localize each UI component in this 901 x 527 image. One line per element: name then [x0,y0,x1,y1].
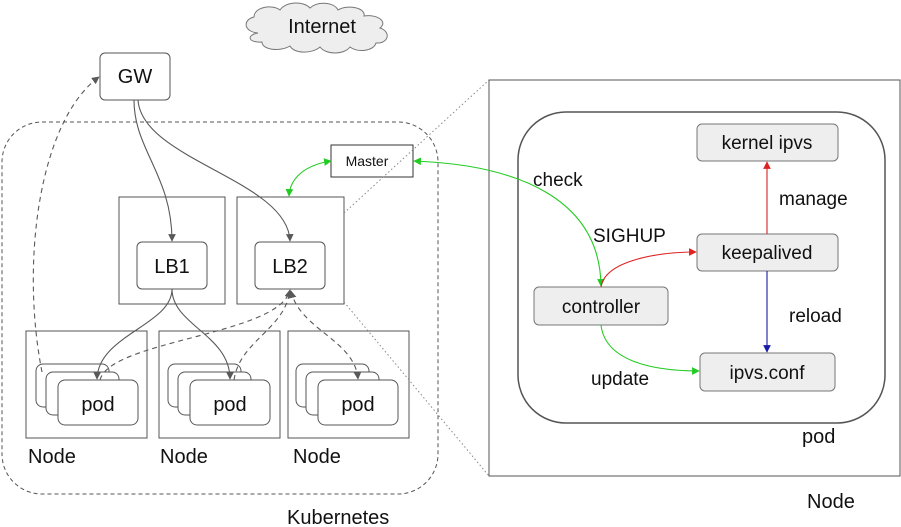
node1-pod-to-lb2-dashed-arrow [99,289,293,381]
controller-label: controller [562,297,641,318]
pod-detail-label: pod [802,426,835,448]
ipvs-conf-label: ipvs.conf [730,363,806,384]
pod-to-gw-dashed-arrow [32,76,100,373]
master-box [330,144,414,178]
lb1-to-node2-pod-arrow [171,288,234,380]
kernel-ipvs-box [696,123,839,162]
check-label: check [533,170,583,191]
node-label: Node [160,446,208,468]
pod-label: pod [213,394,246,416]
kernel-ipvs-label: kernel ipvs [722,133,813,154]
kubernetes-label: Kubernetes [287,507,389,527]
node-2-frame [158,330,281,439]
lb2-label: LB2 [272,256,308,278]
gw-label: GW [118,66,153,88]
gw-box [99,52,171,101]
lb1-container [118,196,226,305]
node-1-frame [25,330,148,439]
node-label: Node [28,446,76,468]
pod-box [57,379,139,426]
reload-label: reload [789,306,842,327]
keepalived-label: keepalived [722,243,813,264]
node-1: pod Node [25,330,148,468]
pod-label: pod [341,394,374,416]
sighup-red-arrow [600,248,697,288]
gw-to-lb2-arrow [137,99,294,242]
lb1-label: LB1 [154,256,190,278]
sighup-label: SIGHUP [593,226,666,247]
lb2-to-node3-pod-dashed-arrow [288,290,362,380]
node-detail-label: Node [807,491,855,513]
update-green-arrow [600,324,700,375]
pod-box [189,379,271,426]
master-label: Master [346,153,389,169]
internet-cloud: Internet [245,2,388,54]
pod-box [317,379,399,426]
node-2: pod Node [158,330,281,468]
node2-pod-to-lb2-dashed-arrow [233,289,293,381]
kubernetes-cluster-frame [1,121,439,495]
node-label: Node [293,446,341,468]
internet-label: Internet [288,16,356,38]
update-label: update [591,369,649,390]
pod-label: pod [81,394,114,416]
lb2-box [254,241,326,290]
gw-to-lb1-arrow [133,99,176,242]
ipvs-conf-box [699,352,836,392]
manage-label: manage [779,189,848,210]
master-lb2-green-arrow [285,158,332,197]
zoom-line-bottom [343,301,490,477]
node-3: pod Node [287,330,410,468]
check-green-arrow [413,157,605,287]
lb1-to-node1-pod-arrow [93,288,173,380]
zoom-line-top [343,79,490,214]
